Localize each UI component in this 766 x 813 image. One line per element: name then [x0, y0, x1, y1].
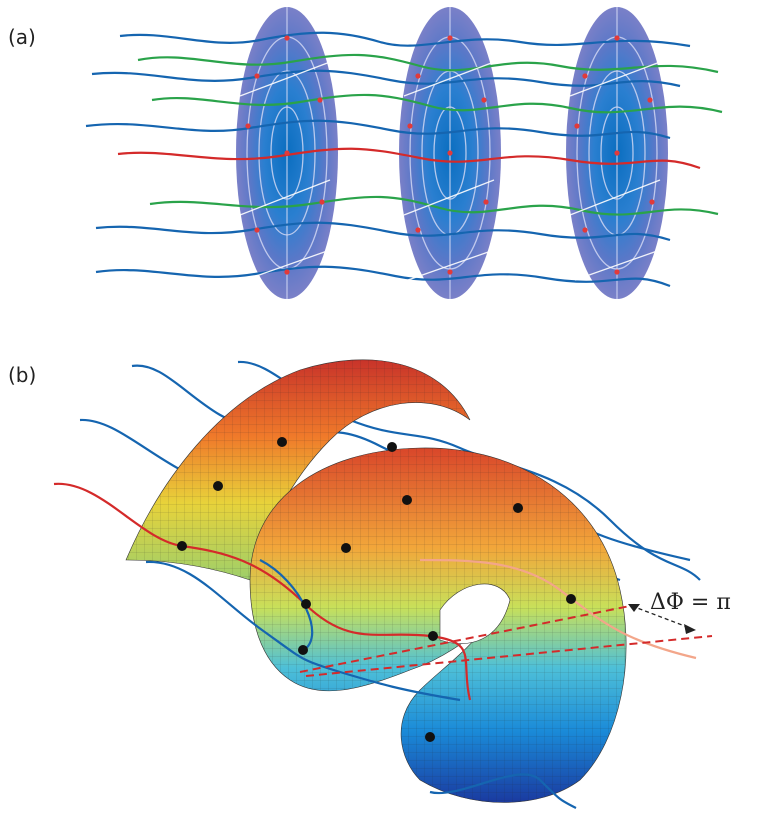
- phase-dot: [387, 442, 397, 452]
- panel-a-cuts: [239, 61, 661, 281]
- phase-marker: [284, 35, 290, 41]
- phase-dot: [402, 495, 412, 505]
- phase-marker: [647, 97, 653, 103]
- phase-marker: [447, 35, 453, 41]
- phase-dot: [428, 631, 438, 641]
- panel-b-dots: [177, 437, 576, 742]
- phase-dot: [513, 503, 523, 513]
- phase-marker: [254, 227, 260, 233]
- phase-marker: [284, 150, 290, 156]
- panel-a: [85, 7, 723, 299]
- panel-a-markers: [245, 35, 655, 275]
- phase-marker: [574, 123, 580, 129]
- wavefront-line: [117, 147, 701, 170]
- phase-marker: [614, 35, 620, 41]
- wavefront-line: [119, 31, 691, 48]
- phase-marker: [284, 269, 290, 275]
- phase-dot: [341, 543, 351, 553]
- panel-a-label: (a): [8, 25, 36, 49]
- phase-marker: [582, 73, 588, 79]
- phase-dot: [301, 599, 311, 609]
- phase-marker: [614, 269, 620, 275]
- wavefront-line: [151, 93, 723, 114]
- phase-marker: [614, 150, 620, 156]
- phase-dot: [277, 437, 287, 447]
- wavefront-line: [419, 558, 697, 660]
- panel-a-waves: [85, 31, 723, 288]
- phase-marker: [481, 97, 487, 103]
- phase-marker: [415, 73, 421, 79]
- phase-marker: [649, 199, 655, 205]
- wavefront-line: [149, 195, 719, 216]
- phase-marker: [483, 199, 489, 205]
- arrow-head-start: [628, 604, 640, 612]
- phase-marker: [447, 269, 453, 275]
- phase-marker: [319, 199, 325, 205]
- phase-marker: [447, 150, 453, 156]
- phase-dot: [425, 732, 435, 742]
- phase-marker: [254, 73, 260, 79]
- phase-marker: [415, 227, 421, 233]
- phase-marker: [317, 97, 323, 103]
- helical-surface: [125, 359, 627, 803]
- phase-difference-lines: [299, 605, 713, 677]
- arrow-head-end: [684, 624, 696, 634]
- phase-dot: [213, 481, 223, 491]
- panel-b: ΔΦ = π: [53, 359, 731, 809]
- wavefront-line: [95, 265, 671, 288]
- wavefront-line: [85, 119, 671, 140]
- phase-difference-label: ΔΦ = π: [650, 590, 731, 615]
- phase-marker: [245, 123, 251, 129]
- phase-difference-arrow: [631, 605, 691, 629]
- wavefront-line: [91, 69, 681, 88]
- wavefront-line: [137, 53, 719, 74]
- phase-dot: [566, 594, 576, 604]
- phase-marker: [407, 123, 413, 129]
- wavefront-line: [429, 773, 577, 809]
- wavefront-line: [145, 560, 461, 702]
- phase-dot: [298, 645, 308, 655]
- phase-dot: [177, 541, 187, 551]
- wavefront-line: [95, 221, 671, 242]
- phase-marker: [582, 227, 588, 233]
- panel-b-label: (b): [8, 363, 36, 387]
